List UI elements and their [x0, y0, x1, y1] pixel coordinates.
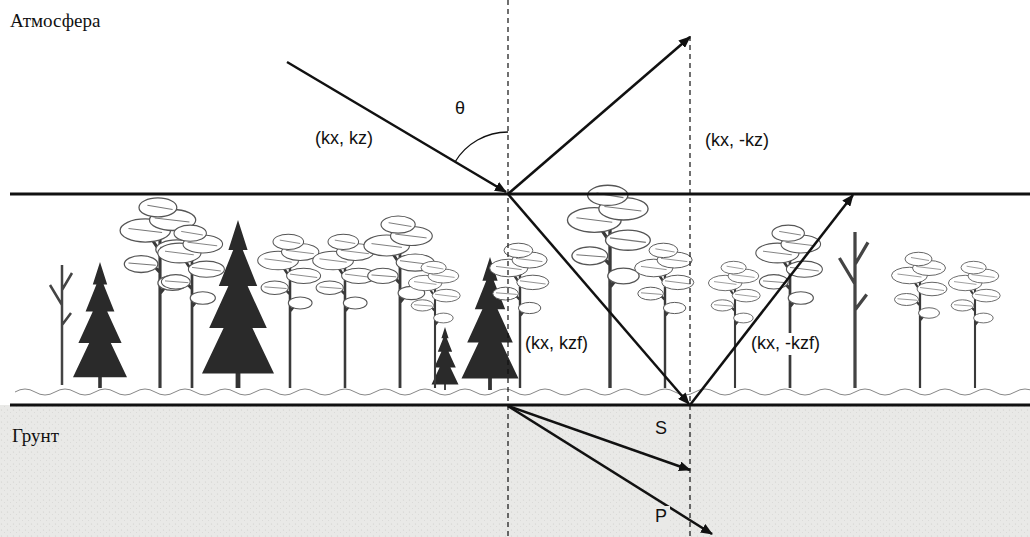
wave-type-label: S — [652, 418, 670, 440]
region-label: Атмосфера — [10, 10, 100, 32]
angle-symbol: θ — [452, 98, 468, 120]
ground-band: Грунт — [0, 405, 1030, 537]
wave-vector-label: (kx, kz) — [312, 128, 376, 150]
region-label: Грунт — [12, 425, 59, 447]
wave-vector-label: (kx, -kzf) — [748, 333, 823, 355]
wave-vector-label: (kx, -kz) — [702, 130, 772, 152]
atmosphere-band: Атмосфера — [0, 0, 1030, 193]
wave-type-label: P — [652, 506, 670, 528]
wave-vector-label: (kx, kzf) — [522, 333, 591, 355]
